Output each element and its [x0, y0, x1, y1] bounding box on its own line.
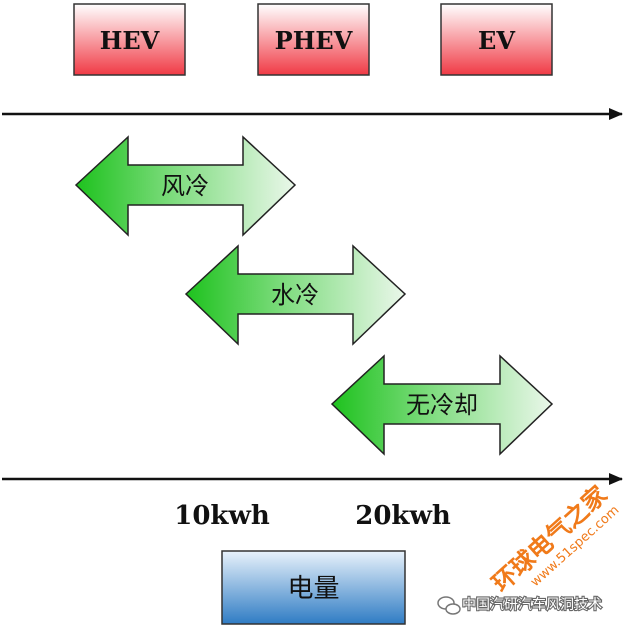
capacity-tick-20kwh: 20kwh	[355, 501, 451, 531]
vehicle-label-ev: EV	[478, 26, 515, 55]
capacity-tick-10kwh: 10kwh	[174, 501, 270, 531]
capacity-axis-label: 电量	[287, 574, 339, 604]
cooling-arrow-air: 风冷	[74, 135, 297, 237]
vehicle-box-hev: HEV	[73, 3, 186, 76]
vehicle-box-phev: PHEV	[257, 3, 370, 76]
cooling-label-air: 风冷	[161, 172, 209, 200]
capacity-axis-box: 电量	[221, 550, 406, 625]
vehicle-label-hev: HEV	[100, 26, 160, 55]
vehicle-label-phev: PHEV	[275, 26, 353, 55]
vehicle-box-ev: EV	[440, 3, 553, 76]
cooling-arrow-none: 无冷却	[330, 354, 554, 456]
watermark: 环球电气之家 www.51spec.com	[487, 480, 623, 597]
cooling-label-none: 无冷却	[406, 391, 478, 419]
cooling-arrow-water: 水冷	[184, 244, 407, 346]
credit-line: 中国汽研汽车风洞技术	[437, 595, 603, 615]
chat-bubble-icon	[437, 596, 461, 615]
credit-text: 中国汽研汽车风洞技术	[462, 596, 602, 613]
cooling-label-water: 水冷	[271, 281, 319, 309]
